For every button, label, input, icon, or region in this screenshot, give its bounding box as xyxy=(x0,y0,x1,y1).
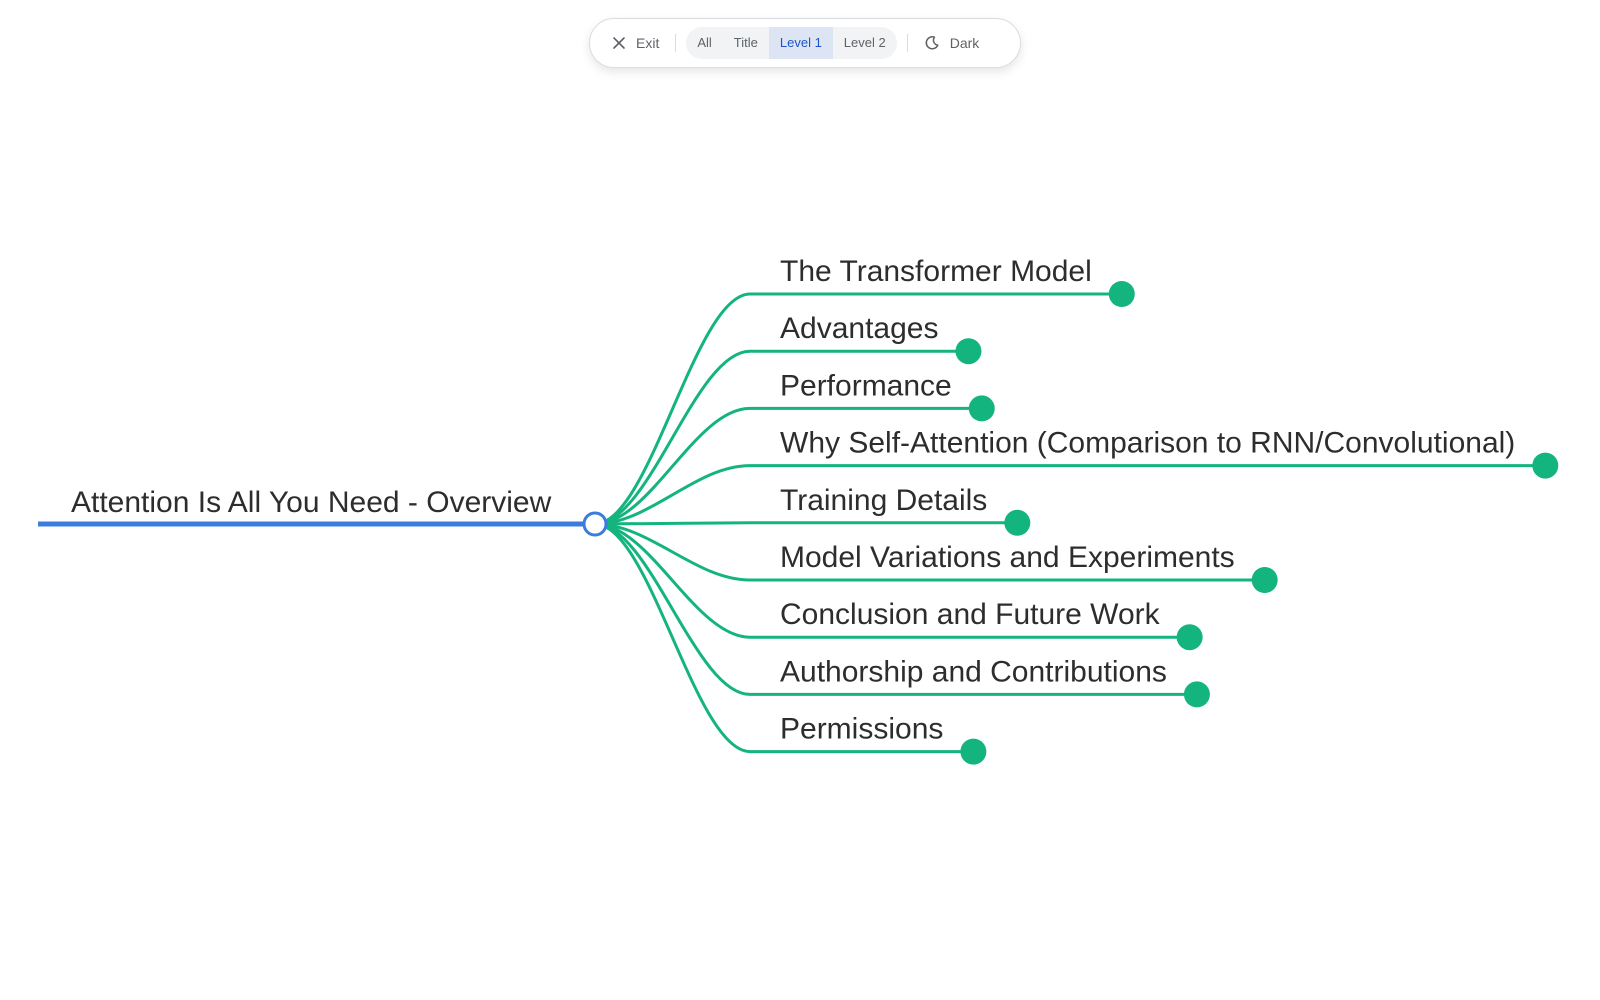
mindmap-child-node[interactable]: Performance xyxy=(780,369,995,422)
mindmap-child-node[interactable]: Model Variations and Experiments xyxy=(780,541,1278,593)
root-collapse-toggle[interactable] xyxy=(582,511,608,537)
dark-mode-button[interactable]: Dark xyxy=(918,26,986,60)
branch-connector xyxy=(594,522,1197,696)
mindmap-child-nodes: The Transformer ModelAdvantagesPerforman… xyxy=(780,255,1559,765)
child-node-label[interactable]: Performance xyxy=(780,369,952,402)
dark-mode-label: Dark xyxy=(949,35,980,51)
exit-label: Exit xyxy=(636,35,660,51)
mindmap-child-node[interactable]: The Transformer Model xyxy=(780,255,1135,307)
close-icon xyxy=(612,36,626,50)
toolbar-divider xyxy=(675,34,677,52)
child-node-label[interactable]: Why Self-Attention (Comparison to RNN/Co… xyxy=(780,427,1515,460)
child-node-label[interactable]: Advantages xyxy=(780,312,938,345)
branch-connector xyxy=(594,292,1122,526)
child-expand-toggle[interactable] xyxy=(1004,509,1031,536)
level-option-level-1[interactable]: Level 1 xyxy=(768,27,833,59)
mindmap-branches xyxy=(594,292,1546,754)
child-node-label[interactable]: Conclusion and Future Work xyxy=(780,598,1161,631)
child-node-label[interactable]: Authorship and Contributions xyxy=(780,655,1167,688)
child-expand-toggle[interactable] xyxy=(955,338,982,365)
mindmap-child-node[interactable]: Why Self-Attention (Comparison to RNN/Co… xyxy=(780,427,1559,479)
mindmap-child-node[interactable]: Authorship and Contributions xyxy=(780,655,1210,708)
mindmap-child-node[interactable]: Training Details xyxy=(780,484,1031,536)
child-node-label[interactable]: Permissions xyxy=(780,713,943,746)
root-node-label[interactable]: Attention Is All You Need - Overview xyxy=(71,486,552,519)
child-expand-toggle[interactable] xyxy=(1108,281,1135,307)
branch-connector xyxy=(594,521,1018,526)
child-expand-toggle[interactable] xyxy=(1183,681,1210,708)
child-expand-toggle[interactable] xyxy=(1176,624,1203,651)
child-expand-toggle[interactable] xyxy=(1532,452,1559,479)
exit-button[interactable]: Exit xyxy=(606,26,665,60)
mindmap-child-node[interactable]: Permissions xyxy=(780,713,987,765)
child-node-label[interactable]: Model Variations and Experiments xyxy=(780,541,1235,574)
child-node-label[interactable]: The Transformer Model xyxy=(780,255,1092,288)
level-selector: All Title Level 1 Level 2 xyxy=(686,27,897,59)
child-expand-toggle[interactable] xyxy=(1251,567,1278,593)
branch-connector xyxy=(594,464,1546,526)
level-option-level-2[interactable]: Level 2 xyxy=(843,35,886,50)
branch-connector xyxy=(594,406,982,526)
child-expand-toggle[interactable] xyxy=(960,738,987,765)
branch-connector xyxy=(594,349,969,526)
branch-connector xyxy=(594,522,1265,582)
moon-icon xyxy=(924,35,940,51)
child-expand-toggle[interactable] xyxy=(968,395,995,422)
branch-connector xyxy=(594,522,1190,639)
toolbar: Exit All Title Level 1 Level 2 Dark xyxy=(589,18,1021,68)
level-option-all[interactable]: All xyxy=(697,35,712,50)
toolbar-divider xyxy=(906,34,908,52)
level-option-title[interactable]: Title xyxy=(733,35,758,50)
child-node-label[interactable]: Training Details xyxy=(780,484,987,517)
mindmap-child-node[interactable]: Conclusion and Future Work xyxy=(780,598,1203,651)
branch-connector xyxy=(594,522,974,754)
mindmap-child-node[interactable]: Advantages xyxy=(780,312,982,365)
